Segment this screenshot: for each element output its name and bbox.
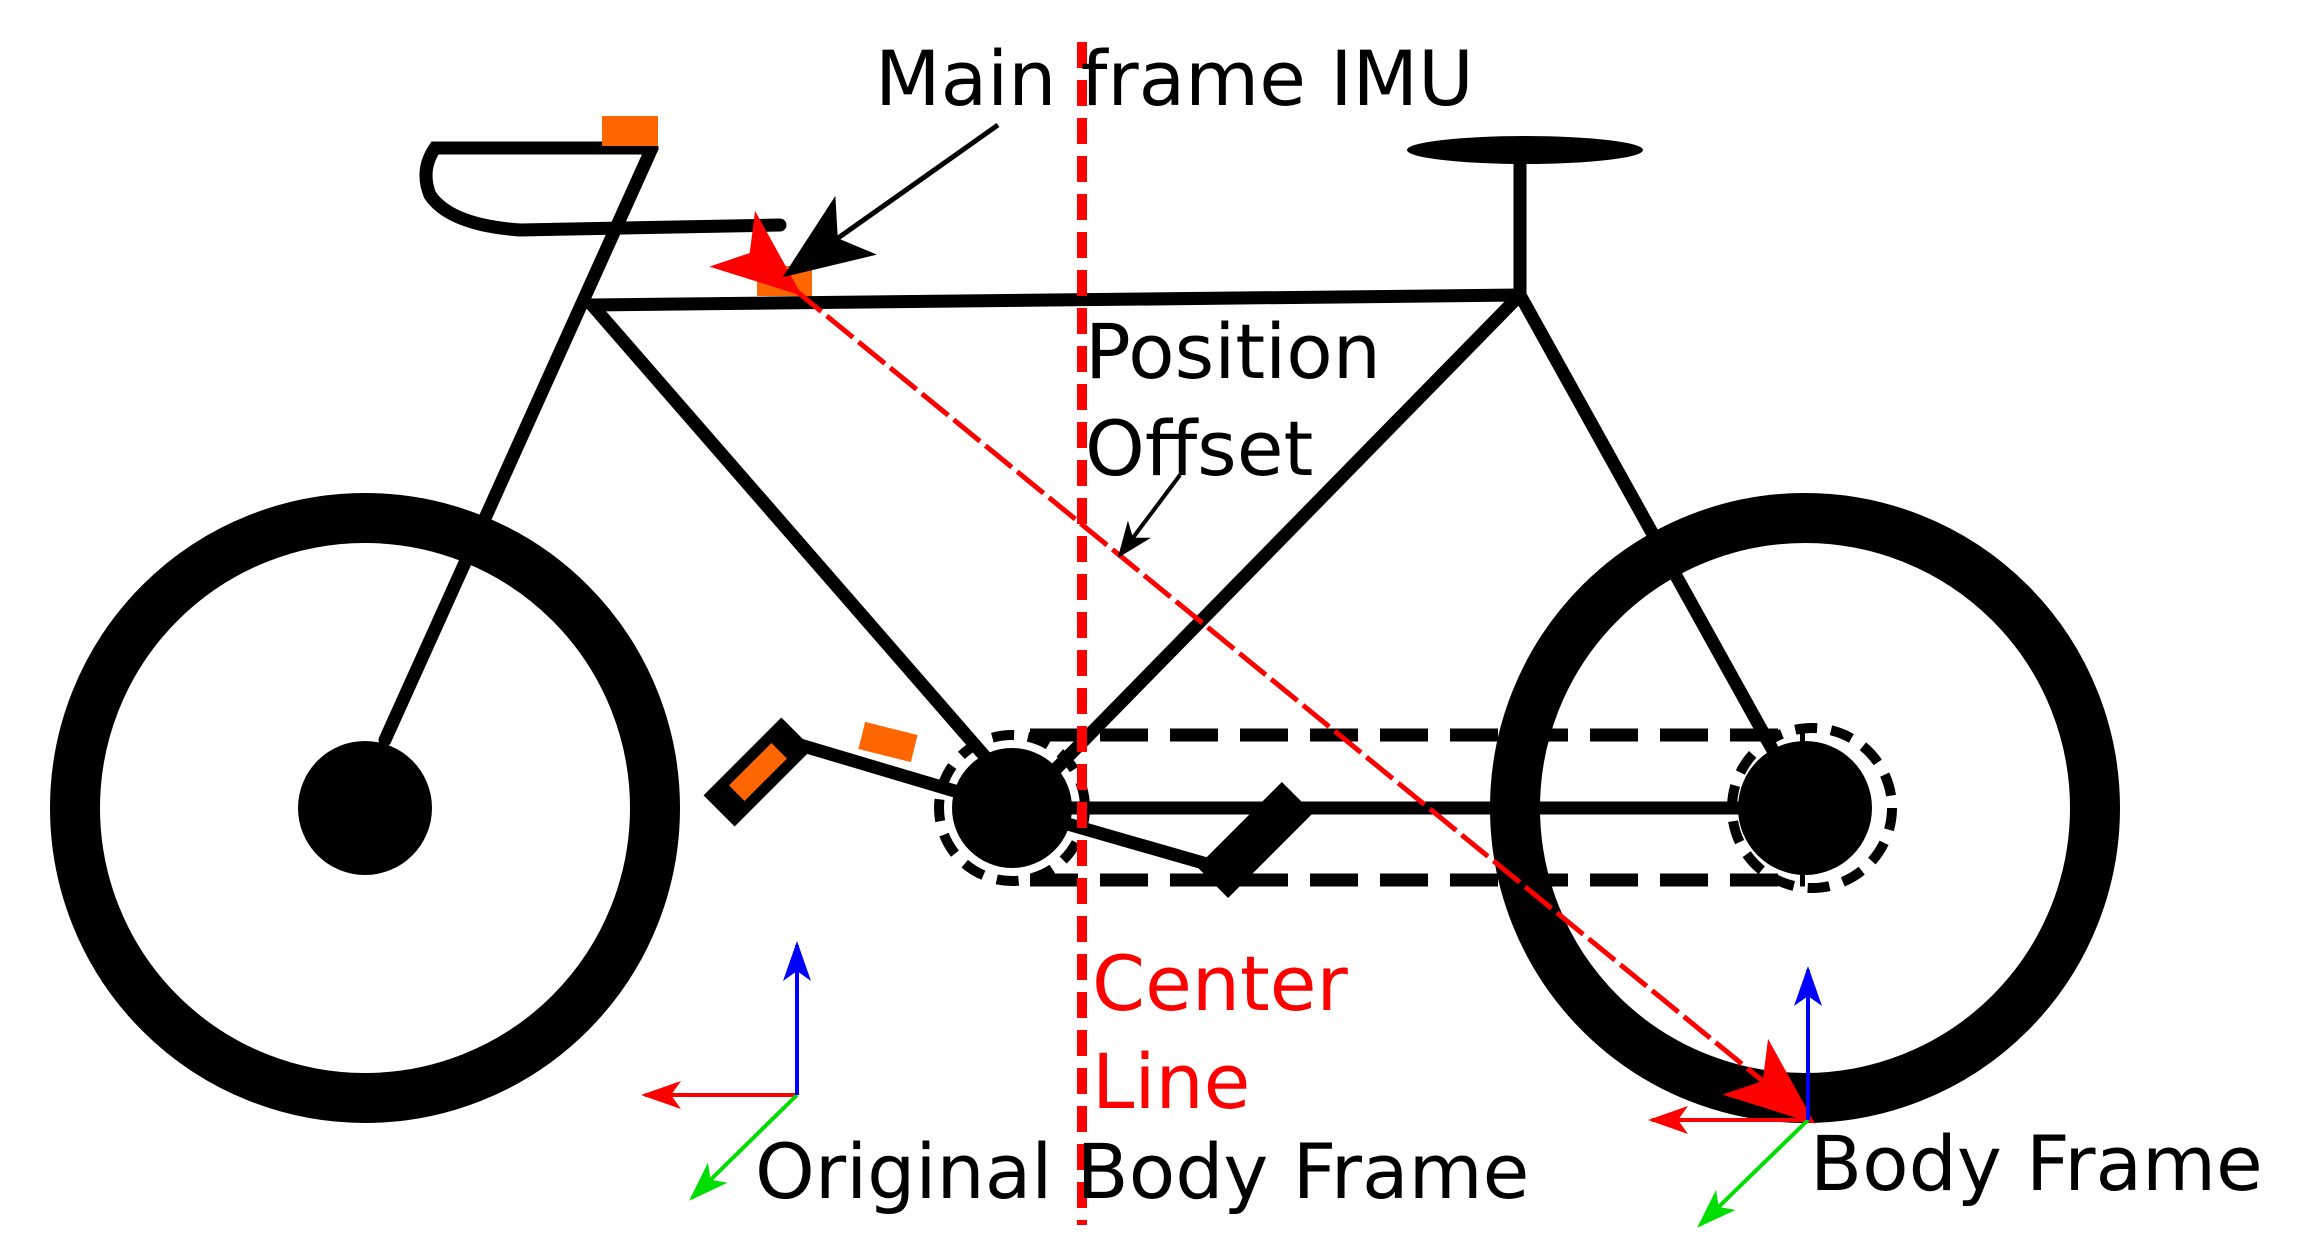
original-body-frame-axes xyxy=(641,941,811,1201)
fork xyxy=(378,141,659,747)
body-frame-axes xyxy=(1648,966,1822,1228)
offset-label: Offset xyxy=(1085,404,1313,493)
handlebar xyxy=(419,141,787,237)
main-frame-imu-label: Main frame IMU xyxy=(875,34,1474,123)
saddle xyxy=(1407,136,1643,164)
position-offset-pointer xyxy=(1117,473,1182,558)
original-y-axis xyxy=(689,1093,799,1201)
front-hub xyxy=(298,741,432,875)
handlebar-imu xyxy=(602,116,658,146)
main-frame-imu xyxy=(757,266,812,296)
top-tube xyxy=(585,288,1527,312)
line-label: Line xyxy=(1092,1037,1250,1126)
crank-imu xyxy=(858,721,918,763)
position-label: Position xyxy=(1085,307,1381,396)
body-frame-label: Body Frame xyxy=(1810,1119,2263,1208)
front-wheel xyxy=(50,493,680,1123)
position-offset-arrow xyxy=(709,210,1815,1124)
original-body-frame-label: Original Body Frame xyxy=(755,1127,1529,1216)
center-label: Center xyxy=(1092,939,1349,1028)
main-frame-imu-pointer xyxy=(782,122,1000,278)
body-y-axis xyxy=(1697,1118,1810,1228)
